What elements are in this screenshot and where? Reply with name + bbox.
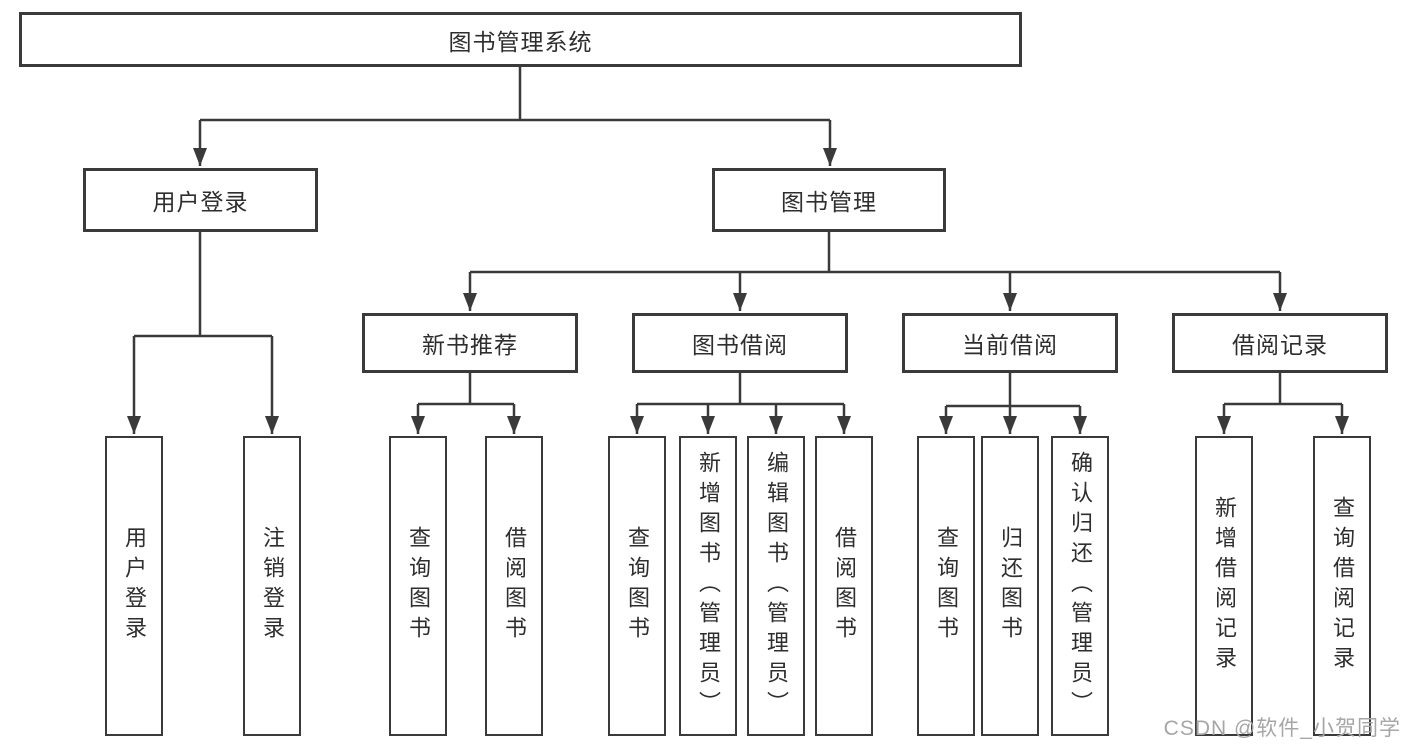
node-user-login: 用户登录 — [83, 168, 318, 232]
node-label: 图书管理系统 — [448, 28, 593, 55]
node-current-borrowing: 当前借阅 — [902, 313, 1118, 373]
leaf-label: 查询图书 — [934, 526, 959, 646]
leaf-label: 借阅图书 — [832, 526, 857, 646]
leaf-label: 查询借阅记录 — [1330, 496, 1355, 676]
leaf-label: 查询图书 — [625, 526, 650, 646]
leaf-confirm-return-admin: 确认归还（管理员） — [1051, 436, 1109, 736]
leaf-borrow-books: 借阅图书 — [485, 436, 543, 736]
leaf-add-books-admin: 新增图书（管理员） — [679, 436, 737, 736]
csdn-watermark: CSDN @软件_小贺同学 — [1163, 717, 1401, 740]
leaf-label: 查询图书 — [406, 526, 431, 646]
node-book-management-system: 图书管理系统 — [19, 12, 1022, 67]
node-label: 借阅记录 — [1232, 332, 1328, 358]
node-book-management: 图书管理 — [712, 168, 946, 232]
leaf-label: 借阅图书 — [502, 526, 527, 646]
node-label: 用户登录 — [152, 189, 249, 215]
leaf-add-borrow-record: 新增借阅记录 — [1195, 436, 1253, 736]
node-label: 新书推荐 — [422, 332, 518, 358]
leaf-label: 确认归还（管理员） — [1068, 451, 1093, 721]
leaf-label: 注销登录 — [260, 526, 285, 646]
leaf-edit-books-admin: 编辑图书（管理员） — [747, 436, 805, 736]
node-book-borrowing: 图书借阅 — [632, 313, 848, 373]
leaf-label: 用户登录 — [122, 526, 147, 646]
leaf-borrow-books: 借阅图书 — [815, 436, 873, 736]
node-borrowing-records: 借阅记录 — [1172, 313, 1388, 373]
leaf-user-login: 用户登录 — [105, 436, 163, 736]
leaf-label: 归还图书 — [998, 526, 1023, 646]
node-label: 图书借阅 — [692, 332, 788, 358]
leaf-label: 编辑图书（管理员） — [764, 451, 789, 721]
leaf-label: 新增图书（管理员） — [696, 451, 721, 721]
node-new-book-recommendation: 新书推荐 — [362, 313, 578, 373]
leaf-logout: 注销登录 — [243, 436, 301, 736]
leaf-query-books: 查询图书 — [389, 436, 447, 736]
leaf-query-borrow-record: 查询借阅记录 — [1313, 436, 1371, 736]
node-label: 当前借阅 — [962, 332, 1058, 358]
node-label: 图书管理 — [781, 189, 877, 215]
leaf-query-books: 查询图书 — [917, 436, 975, 736]
leaf-label: 新增借阅记录 — [1212, 496, 1237, 676]
leaf-return-books: 归还图书 — [981, 436, 1039, 736]
leaf-query-books: 查询图书 — [608, 436, 666, 736]
